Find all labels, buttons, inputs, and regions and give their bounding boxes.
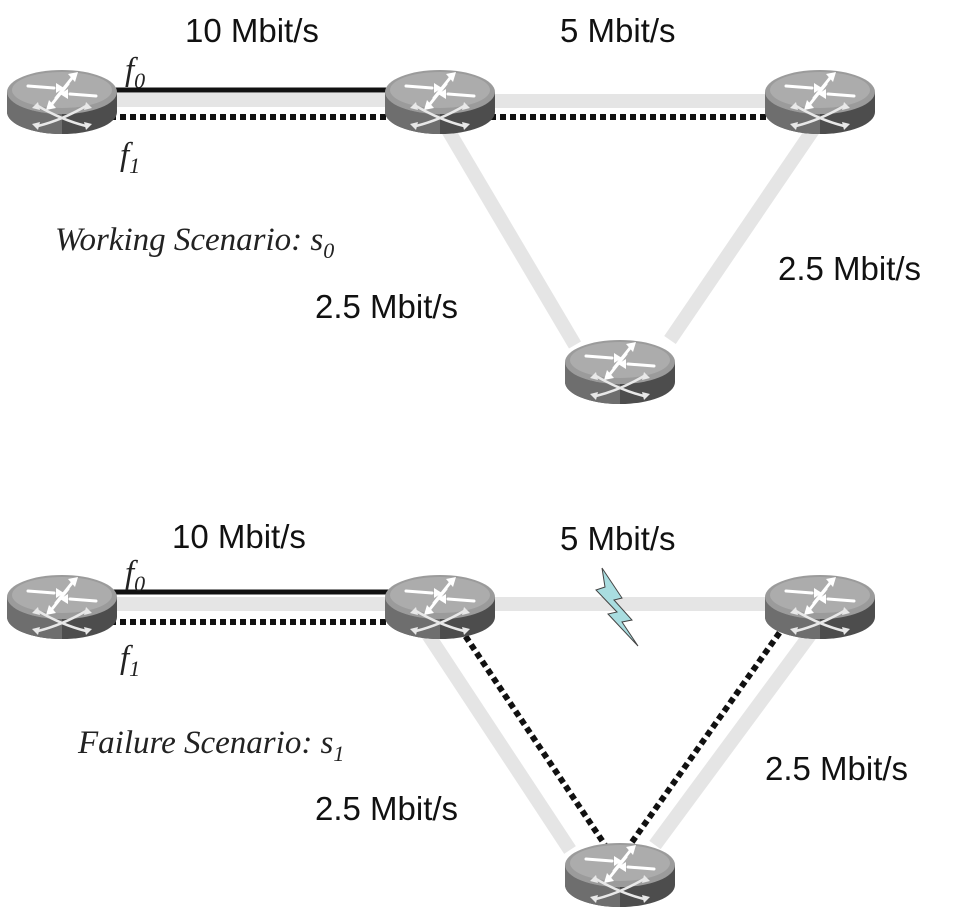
links-background — [110, 597, 816, 854]
router-icon — [5, 68, 119, 136]
links-background — [110, 93, 821, 349]
scenario-failure: 10 Mbit/s 5 Mbit/s 2.5 Mbit/s 2.5 Mbit/s… — [5, 518, 908, 909]
flow-f1-label: f1 — [120, 137, 140, 178]
router-icon — [763, 68, 877, 136]
link-b-d-capacity: 2.5 Mbit/s — [315, 790, 458, 827]
flow-f1-path-d-c — [629, 630, 783, 844]
link-a-b-capacity: 10 Mbit/s — [172, 518, 306, 555]
router-icon — [383, 68, 497, 136]
flow-f0-label: f0 — [125, 52, 145, 93]
flow-f1-label: f1 — [120, 640, 140, 681]
scenario-working: 10 Mbit/s 5 Mbit/s 2.5 Mbit/s 2.5 Mbit/s… — [5, 12, 921, 406]
link-c-d — [664, 123, 821, 344]
link-c-d — [649, 630, 816, 850]
flow-f1-path-b-d — [457, 626, 608, 847]
router-icon — [5, 573, 119, 641]
router-icon — [563, 338, 677, 406]
router-icon — [563, 841, 677, 909]
flow-f0-label: f0 — [125, 555, 145, 596]
scenario-caption: Failure Scenario: s1 — [77, 725, 344, 766]
link-b-d — [419, 626, 576, 854]
link-b-c-capacity: 5 Mbit/s — [560, 520, 676, 557]
link-c-d-capacity: 2.5 Mbit/s — [778, 250, 921, 287]
link-c-d-capacity: 2.5 Mbit/s — [765, 750, 908, 787]
link-a-b-capacity: 10 Mbit/s — [185, 12, 319, 49]
link-b-d — [438, 121, 582, 349]
scenario-caption: Working Scenario: s0 — [55, 222, 334, 263]
link-b-d-capacity: 2.5 Mbit/s — [315, 288, 458, 325]
link-b-c-capacity: 5 Mbit/s — [560, 12, 676, 49]
router-icon — [383, 573, 497, 641]
lightning-bolt-icon — [595, 567, 639, 647]
router-icon — [763, 573, 877, 641]
